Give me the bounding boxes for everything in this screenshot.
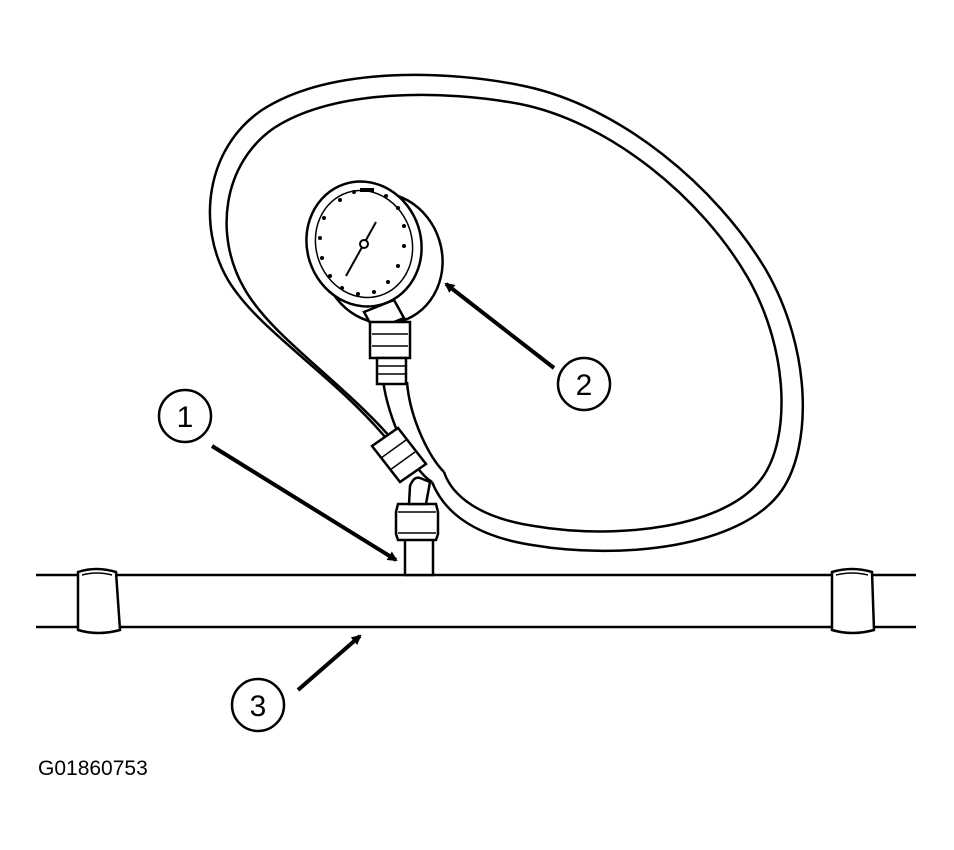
callout-2: 2 <box>444 282 612 412</box>
callout-3: 3 <box>230 634 362 733</box>
right-line-clamp <box>830 567 876 635</box>
gauge-fitting <box>362 298 412 386</box>
callout-1: 1 <box>157 388 398 562</box>
pressure-gauge <box>305 180 444 386</box>
fuel-line <box>36 573 916 629</box>
gauge-needle <box>345 221 377 277</box>
left-line-clamp <box>76 567 122 635</box>
callout-2-number: 2 <box>576 369 593 402</box>
gauge-scale-ticks <box>318 188 406 296</box>
gauge-hose <box>208 73 805 553</box>
callout-1-number: 1 <box>177 401 194 434</box>
callout-3-number: 3 <box>250 690 267 723</box>
figure-code: G01860753 <box>38 757 148 780</box>
hose-coupling <box>370 426 428 484</box>
test-port-fitting <box>394 476 440 577</box>
